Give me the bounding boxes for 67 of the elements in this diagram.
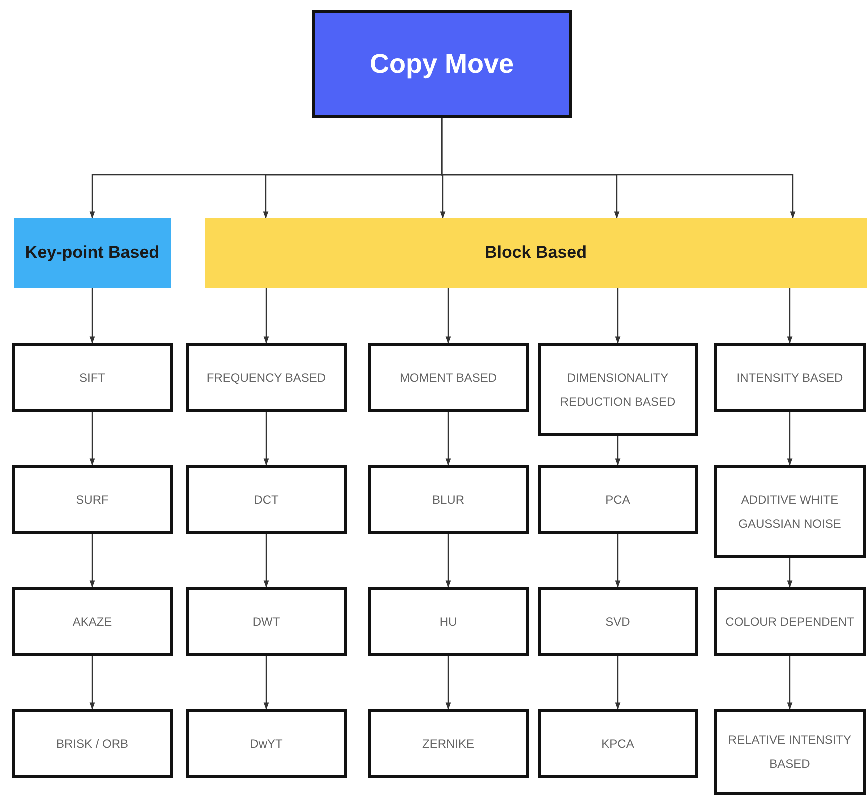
- method-box: [714, 709, 866, 795]
- node-label: FREQUENCY BASED: [206, 370, 326, 386]
- node-label: BRISK / ORB: [56, 736, 129, 752]
- method-box: [368, 343, 529, 412]
- node-label: DWT: [252, 614, 280, 630]
- node-label: Block Based: [484, 243, 588, 263]
- method-box: [186, 709, 347, 778]
- node-label: HU: [440, 614, 458, 630]
- arrow: [441, 118, 796, 219]
- node-label: COLOUR DEPENDENT: [726, 614, 854, 630]
- arrow: [787, 412, 793, 466]
- node-label: PCA: [606, 492, 630, 508]
- root-box: [312, 10, 572, 118]
- category-bar: [205, 218, 867, 288]
- node-label: DIMENSIONALITY REDUCTION BASED: [559, 370, 677, 410]
- method-box: [12, 709, 173, 778]
- method-box: [538, 343, 698, 436]
- arrow: [90, 412, 96, 466]
- arrow: [90, 288, 96, 344]
- category-bar: [14, 218, 171, 288]
- node-label: ZERNIKE: [422, 736, 474, 752]
- arrow: [90, 534, 96, 588]
- method-box: [538, 587, 698, 656]
- method-box: [12, 587, 173, 656]
- arrow: [264, 534, 270, 588]
- method-box: [538, 709, 698, 778]
- arrow: [446, 656, 452, 710]
- node-label: DwYT: [250, 736, 283, 752]
- arrow: [787, 656, 793, 710]
- arrow: [446, 412, 452, 466]
- node-label: ADDITIVE WHITE GAUSSIAN NOISE: [738, 492, 842, 532]
- method-box: [12, 465, 173, 534]
- node-label: Copy Move: [370, 48, 514, 80]
- node-label: Key-point Based: [25, 243, 160, 263]
- node-label: SURF: [76, 492, 109, 508]
- node-label: SIFT: [80, 370, 106, 386]
- method-box: [12, 343, 173, 412]
- node-label: AKAZE: [72, 614, 112, 630]
- method-box: [186, 465, 347, 534]
- method-box: [714, 343, 866, 412]
- node-label: RELATIVE INTENSITY BASED: [727, 732, 853, 773]
- node-label: KPCA: [602, 736, 634, 752]
- method-box: [714, 587, 866, 656]
- arrow: [787, 288, 793, 344]
- arrow: [90, 656, 96, 710]
- method-box: [714, 465, 866, 558]
- arrow: [446, 288, 452, 344]
- method-box: [538, 465, 698, 534]
- method-box: [368, 587, 529, 656]
- node-label: INTENSITY BASED: [736, 370, 844, 386]
- arrow: [264, 288, 270, 344]
- arrow: [615, 288, 621, 344]
- arrow: [787, 558, 793, 588]
- arrow: [446, 534, 452, 588]
- arrow: [615, 534, 621, 588]
- arrow: [264, 412, 270, 466]
- node-label: SVD: [606, 614, 630, 630]
- arrow: [615, 436, 621, 466]
- arrow: [264, 656, 270, 710]
- method-box: [368, 465, 529, 534]
- node-label: BLUR: [432, 492, 464, 508]
- method-box: [186, 587, 347, 656]
- method-box: [368, 709, 529, 778]
- arrow: [615, 656, 621, 710]
- node-label: MOMENT BASED: [400, 370, 498, 386]
- node-label: DCT: [254, 492, 279, 508]
- method-box: [186, 343, 347, 412]
